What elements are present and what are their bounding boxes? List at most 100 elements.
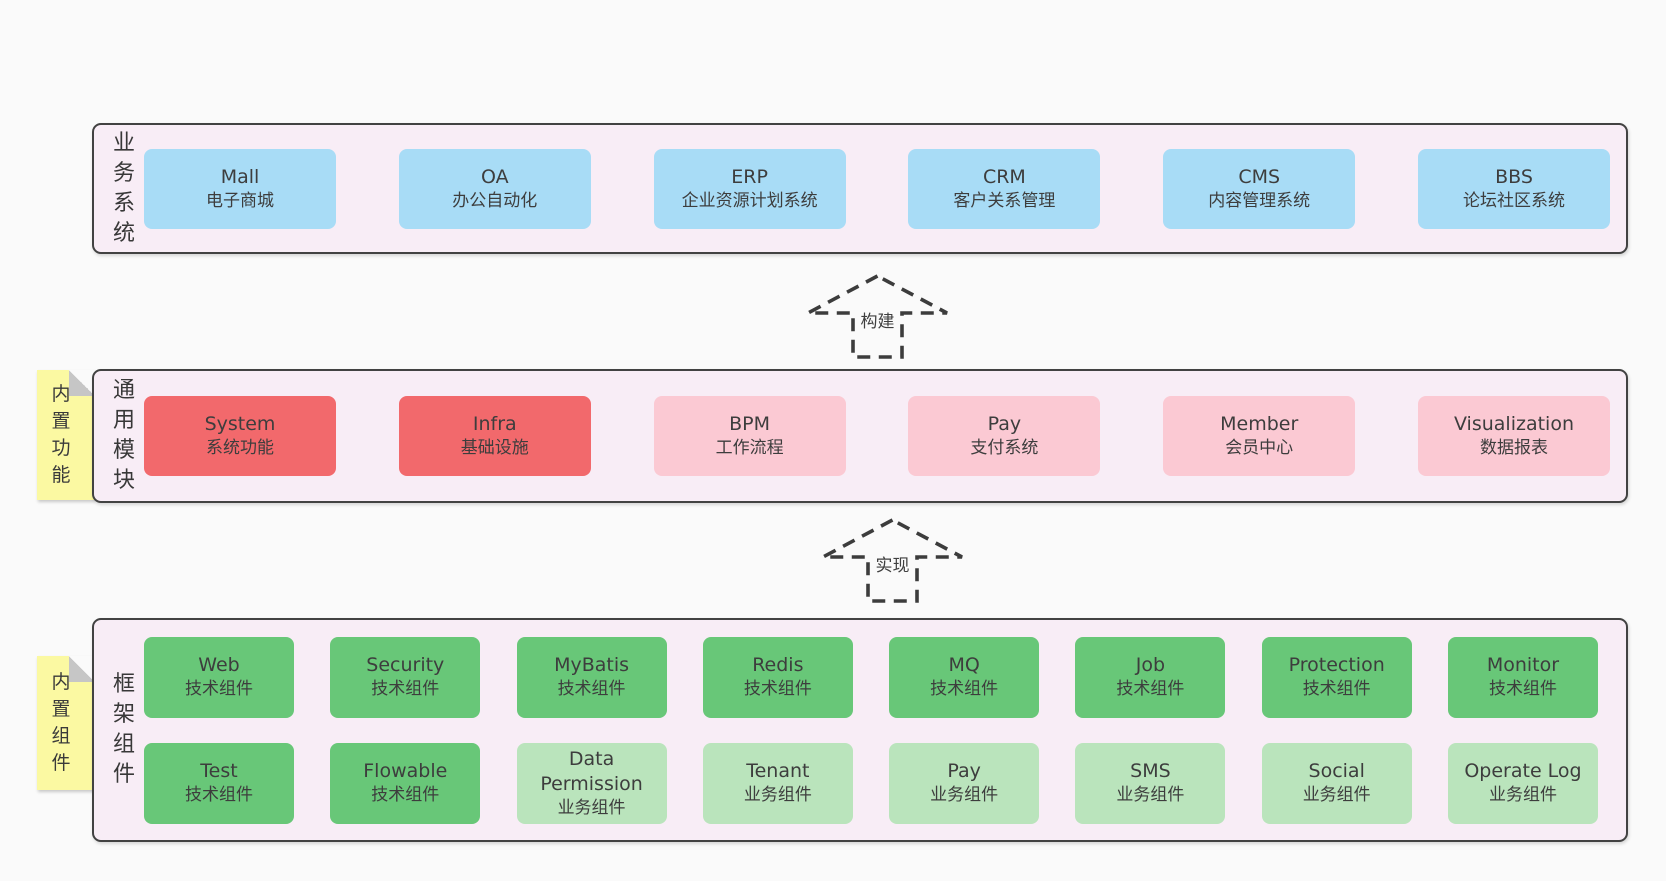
framework-components-row-2: Test 技术组件 Flowable 技术组件 Data Permission … bbox=[144, 742, 1598, 824]
box-desc: 基础设施 bbox=[460, 438, 529, 458]
band-label-text: 业务系统 bbox=[112, 130, 135, 246]
box-name: Web bbox=[198, 654, 240, 676]
box-name: Operate Log bbox=[1464, 760, 1582, 782]
box-desc: 电子商城 bbox=[206, 190, 274, 211]
box-desc: 论坛社区系统 bbox=[1462, 190, 1565, 211]
framework-components-rows: Web 技术组件 Security 技术组件 MyBatis 技术组件 Redi… bbox=[144, 636, 1598, 824]
sticky-note-text: 内置组件 bbox=[51, 671, 71, 774]
dashed-up-arrow-icon bbox=[807, 273, 948, 359]
box-desc: 客户关系管理 bbox=[953, 190, 1056, 211]
box-desc: 技术组件 bbox=[371, 785, 440, 805]
box-redis: Redis 技术组件 bbox=[702, 636, 853, 718]
box-desc: 技术组件 bbox=[930, 679, 999, 699]
box-name: System bbox=[204, 413, 276, 435]
box-name: Redis bbox=[752, 654, 804, 676]
box-data-permission: Data Permission 业务组件 bbox=[516, 742, 667, 824]
box-desc: 数据报表 bbox=[1479, 438, 1548, 458]
box-desc: 支付系统 bbox=[970, 438, 1039, 458]
box-cms: CMS 内容管理系统 bbox=[1163, 148, 1356, 229]
framework-components-row-1: Web 技术组件 Security 技术组件 MyBatis 技术组件 Redi… bbox=[144, 636, 1598, 718]
band-common-modules: 通用模块 System 系统功能 Infra 基础设施 BPM 工作流程 Pay… bbox=[92, 369, 1628, 503]
box-pay: Pay 支付系统 bbox=[908, 396, 1101, 476]
common-modules-boxes: System 系统功能 Infra 基础设施 BPM 工作流程 Pay 支付系统… bbox=[144, 396, 1610, 476]
box-name: OA bbox=[480, 165, 509, 188]
box-tenant: Tenant 业务组件 bbox=[702, 742, 853, 824]
dashed-up-arrow-icon bbox=[822, 517, 963, 603]
box-protection: Protection 技术组件 bbox=[1261, 636, 1412, 718]
box-desc: 办公自动化 bbox=[452, 190, 538, 211]
box-operate-log: Operate Log 业务组件 bbox=[1447, 742, 1598, 824]
box-name: Pay bbox=[987, 413, 1022, 435]
box-desc: 业务组件 bbox=[557, 797, 626, 818]
box-name: Flowable bbox=[363, 760, 448, 782]
box-name: SMS bbox=[1130, 760, 1171, 782]
business-systems-boxes: Mall 电子商城 OA 办公自动化 ERP 企业资源计划系统 CRM 客户关系… bbox=[144, 148, 1610, 229]
band-label-text: 通用模块 bbox=[112, 378, 135, 493]
band-label-common-modules: 通用模块 bbox=[104, 376, 144, 496]
box-desc: 业务组件 bbox=[930, 785, 999, 805]
sticky-note-builtin-components: 内置组件 bbox=[37, 656, 95, 790]
box-desc: 企业资源计划系统 bbox=[681, 190, 818, 211]
band-label-business-systems: 业务系统 bbox=[104, 129, 144, 249]
box-sms: SMS 业务组件 bbox=[1075, 742, 1226, 824]
build-arrow-label: 构建 bbox=[856, 311, 899, 333]
box-mybatis: MyBatis 技术组件 bbox=[516, 636, 667, 718]
box-desc: 内容管理系统 bbox=[1208, 190, 1311, 211]
box-flowable: Flowable 技术组件 bbox=[330, 742, 481, 824]
band-business-systems: 业务系统 Mall 电子商城 OA 办公自动化 ERP 企业资源计划系统 CRM… bbox=[92, 123, 1628, 254]
box-name: Visualization bbox=[1453, 413, 1574, 435]
box-desc: 技术组件 bbox=[371, 679, 440, 699]
box-desc: 业务组件 bbox=[1116, 785, 1185, 805]
box-name: Test bbox=[200, 760, 238, 782]
box-name: MQ bbox=[948, 654, 980, 676]
box-name: BBS bbox=[1495, 165, 1533, 188]
box-erp: ERP 企业资源计划系统 bbox=[653, 148, 846, 229]
box-infra: Infra 基础设施 bbox=[398, 396, 591, 476]
box-job: Job 技术组件 bbox=[1075, 636, 1226, 718]
band-framework-components: 框架组件 Web 技术组件 Security 技术组件 MyBatis 技术组件… bbox=[92, 618, 1628, 842]
box-desc: 会员中心 bbox=[1225, 438, 1294, 458]
box-desc: 技术组件 bbox=[1116, 679, 1185, 699]
box-social: Social 业务组件 bbox=[1261, 742, 1412, 824]
box-name: Protection bbox=[1288, 654, 1385, 676]
box-pay-biz: Pay 业务组件 bbox=[889, 742, 1040, 824]
box-mq: MQ 技术组件 bbox=[889, 636, 1040, 718]
box-name: BPM bbox=[729, 413, 771, 435]
box-mall: Mall 电子商城 bbox=[144, 148, 336, 229]
box-name: ERP bbox=[731, 165, 768, 188]
box-desc: 技术组件 bbox=[185, 785, 253, 805]
box-crm: CRM 客户关系管理 bbox=[908, 148, 1101, 229]
implement-arrow: 实现 bbox=[820, 517, 965, 604]
sticky-note-builtin-features: 内置功能 bbox=[37, 370, 95, 500]
box-name: Tenant bbox=[746, 760, 810, 782]
band-label-text: 框架组件 bbox=[112, 672, 135, 787]
box-name: Pay bbox=[947, 760, 981, 782]
box-name: Mall bbox=[220, 165, 260, 188]
box-name: Social bbox=[1308, 760, 1365, 782]
sticky-note-text: 内置功能 bbox=[51, 383, 71, 486]
box-desc: 业务组件 bbox=[743, 785, 812, 805]
box-monitor: Monitor 技术组件 bbox=[1447, 636, 1598, 718]
box-name: Security bbox=[366, 654, 445, 676]
box-desc: 技术组件 bbox=[557, 679, 626, 699]
box-security: Security 技术组件 bbox=[330, 636, 481, 718]
band-label-framework-components: 框架组件 bbox=[104, 670, 144, 790]
box-web: Web 技术组件 bbox=[144, 636, 294, 718]
folded-corner-icon bbox=[69, 370, 95, 396]
box-desc: 工作流程 bbox=[715, 438, 784, 458]
box-system: System 系统功能 bbox=[144, 396, 336, 476]
box-name: MyBatis bbox=[554, 654, 630, 676]
box-desc: 技术组件 bbox=[1302, 679, 1371, 699]
box-name: CMS bbox=[1238, 165, 1281, 188]
box-test: Test 技术组件 bbox=[144, 742, 294, 824]
box-desc: 业务组件 bbox=[1488, 785, 1557, 805]
box-visualization: Visualization 数据报表 bbox=[1417, 396, 1610, 476]
box-oa: OA 办公自动化 bbox=[398, 148, 591, 229]
box-name: Member bbox=[1220, 413, 1299, 435]
box-name: Infra bbox=[472, 413, 517, 435]
box-name: Data Permission bbox=[540, 747, 643, 795]
box-desc: 技术组件 bbox=[1488, 679, 1557, 699]
box-desc: 业务组件 bbox=[1302, 785, 1371, 805]
implement-arrow-label: 实现 bbox=[871, 555, 914, 577]
